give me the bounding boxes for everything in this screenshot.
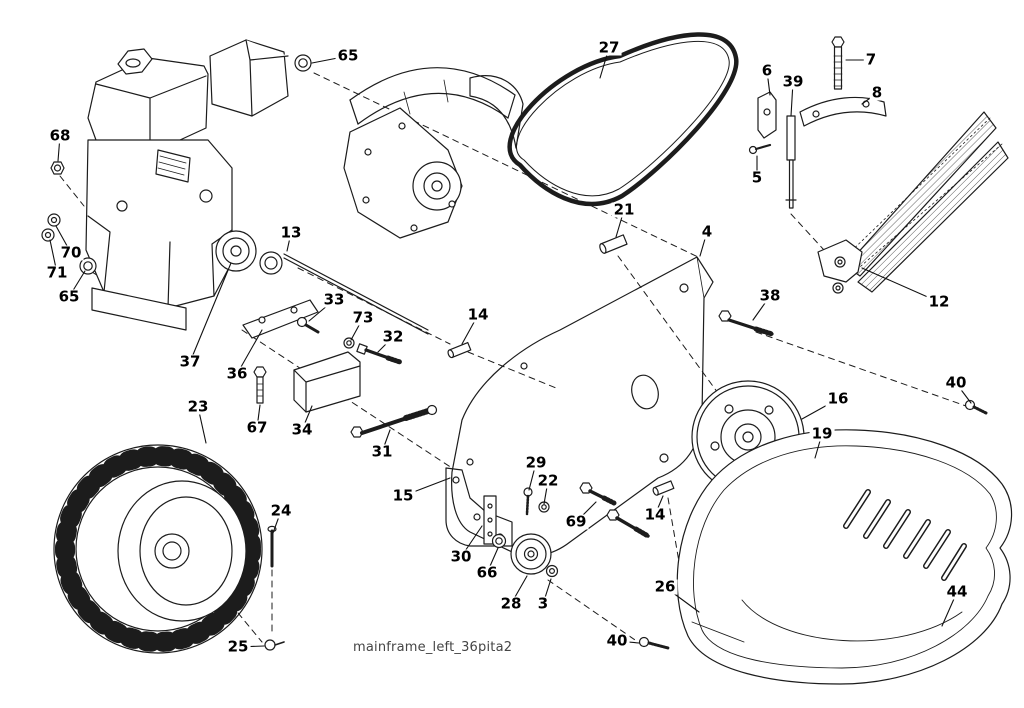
leader-line-14 [461, 314, 479, 345]
cover-vent-slots [843, 489, 967, 581]
leader-line-12 [861, 267, 940, 303]
leader-line-38 [752, 295, 771, 321]
tine-blades-illustration [817, 111, 1009, 294]
leader-line-28 [510, 575, 528, 605]
depth-stake-bracket-illustration [748, 36, 887, 209]
engine-illustration [85, 39, 289, 331]
leader-line-32 [377, 336, 394, 353]
leader-line-22 [543, 480, 549, 505]
tire-illustration [53, 444, 263, 654]
support-bracket-illustration [445, 467, 513, 547]
v-belt-illustration [507, 32, 739, 207]
leader-line-16 [801, 398, 839, 420]
leader-line-66 [486, 547, 499, 574]
leader-line-30 [460, 525, 483, 558]
leader-line-40 [616, 640, 640, 644]
leader-line-65 [311, 55, 349, 64]
transmission-housing-illustration [343, 107, 463, 239]
leader-line-3 [542, 578, 552, 605]
leader-line-4 [699, 231, 708, 257]
leader-line-65 [68, 270, 86, 298]
leader-line-71 [49, 239, 58, 274]
hardware-cluster-illustration [41, 54, 988, 651]
leader-line-67 [256, 404, 261, 429]
tine-shield-illustration [349, 67, 524, 149]
diagram-caption: mainframe_left_36pita2 [353, 640, 513, 655]
leader-line-13 [286, 232, 292, 252]
belt-cover-illustration [676, 429, 1013, 685]
leader-line-68 [57, 135, 61, 162]
leader-line-25 [237, 645, 265, 648]
leader-line-29 [528, 462, 537, 491]
leader-line-40 [955, 382, 972, 404]
leader-line-15 [402, 477, 451, 497]
leader-line-37 [189, 262, 232, 363]
leader-line-27 [599, 47, 610, 79]
leader-line-14 [654, 495, 664, 516]
leader-line-73 [350, 317, 364, 341]
leader-line-6 [766, 70, 771, 96]
leader-line-69 [575, 501, 597, 523]
leader-line-23 [197, 406, 207, 444]
leader-line-31 [381, 429, 391, 453]
leader-line-24 [272, 510, 282, 534]
leader-line-70 [55, 225, 72, 254]
leader-line-39 [790, 81, 794, 117]
mainframe-plate-illustration [451, 256, 714, 557]
leader-line-21 [615, 209, 625, 238]
